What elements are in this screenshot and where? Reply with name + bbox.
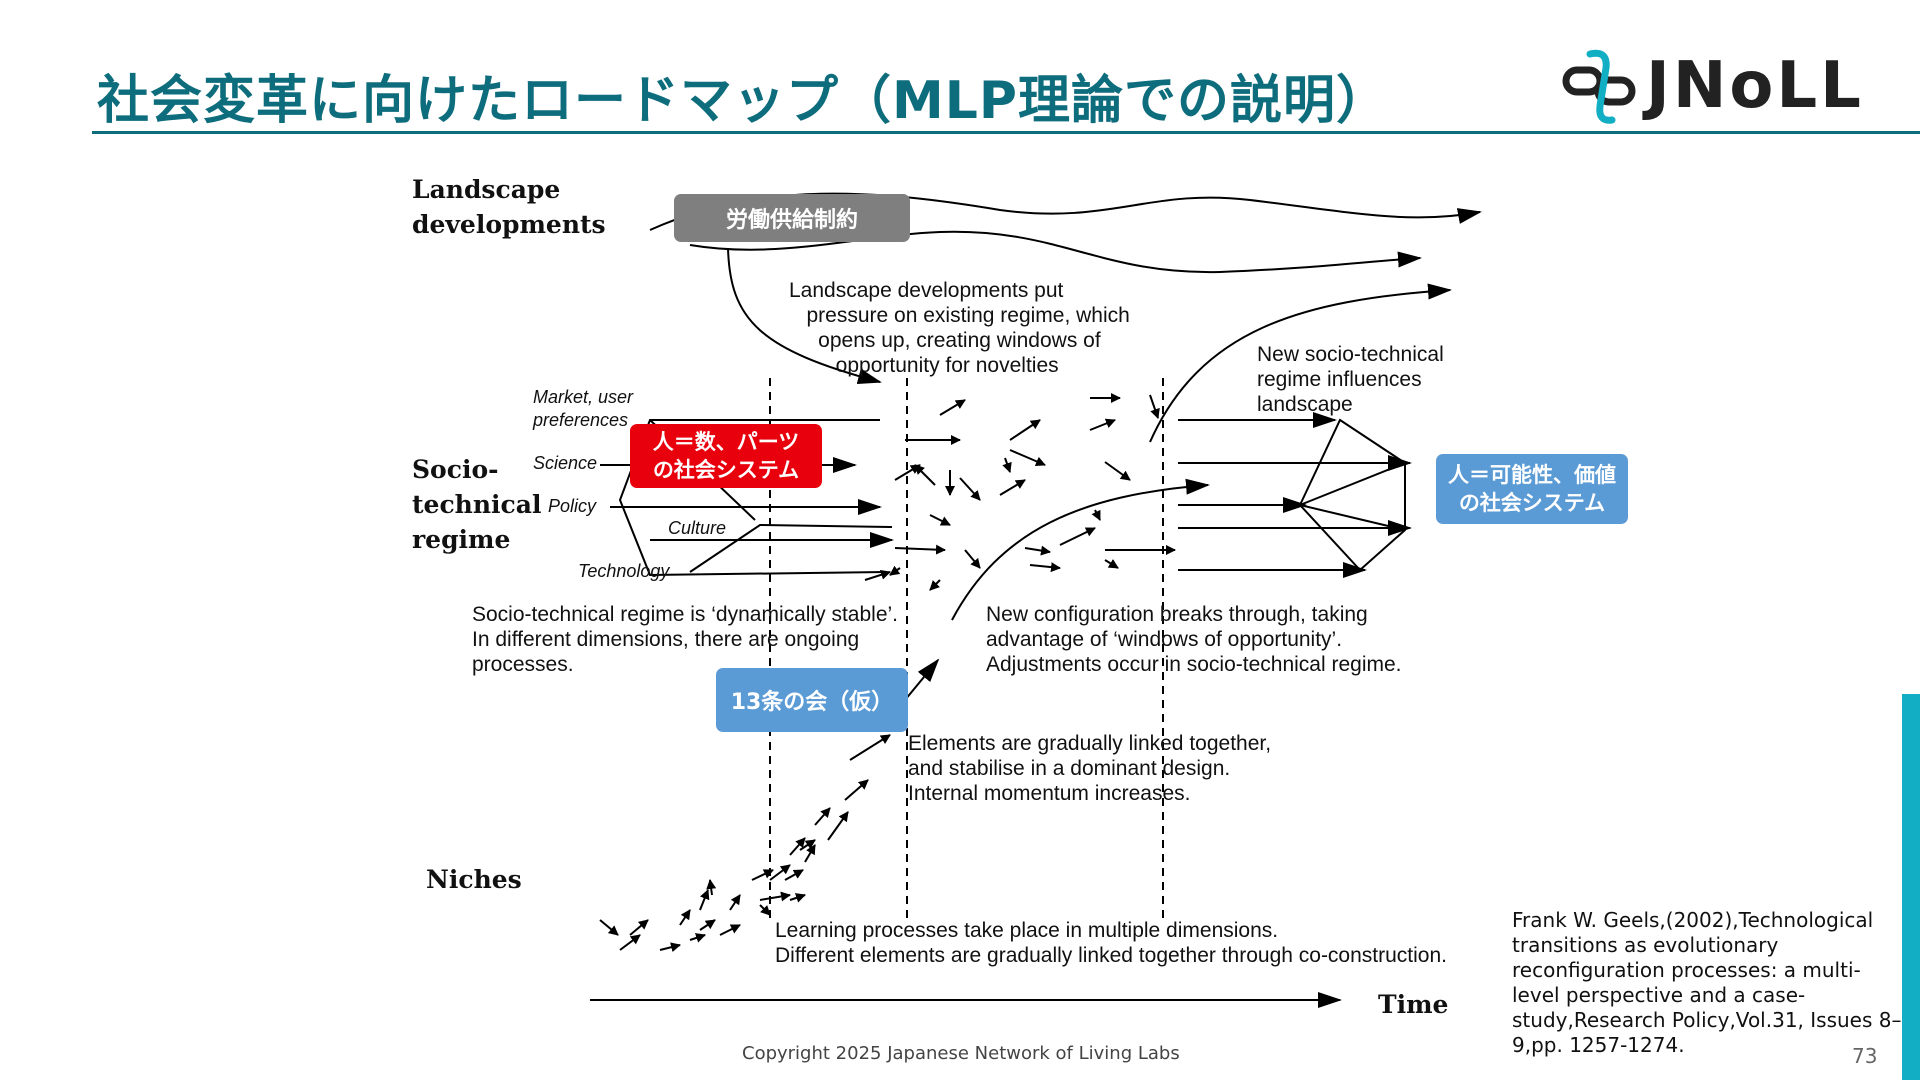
title-underline: [92, 131, 1920, 134]
dimension-technology: Technology: [578, 561, 670, 581]
dimension-science: Science: [533, 453, 598, 473]
breakthrough-curve: [904, 478, 1210, 701]
note-landscape-pressure: Landscape developments put pressure on e…: [789, 279, 1130, 377]
regime-to-landscape-arrow: [1149, 283, 1452, 443]
chain-link-icon: [1562, 49, 1636, 124]
copyright: Copyright 2025 Japanese Network of Livin…: [742, 1043, 1180, 1064]
slide-title: 社会変革に向けたロードマップ（MLP理論での説明）: [97, 71, 1389, 131]
page-number: 73: [1852, 1044, 1878, 1068]
regime-culture-link: [689, 523, 893, 573]
time-axis-label: Time: [1378, 990, 1449, 1019]
fan-left-outline: [618, 419, 886, 577]
accent-side-bar: [1902, 694, 1920, 1080]
niche-breakout-arrow: [904, 658, 940, 701]
note-elements-linked: Elements are gradually linked together, …: [908, 732, 1272, 805]
callout-article13: 13条の会（仮）: [716, 668, 908, 732]
regime-right-network: [1299, 418, 1406, 572]
dimension-policy: Policy: [548, 496, 597, 516]
dimension-culture: Culture: [668, 518, 727, 538]
landscape-level-label: Landscape developments: [412, 175, 606, 239]
small-arrows: [599, 393, 1176, 953]
dimension-market: Market, user preferences: [533, 387, 634, 430]
note-regime-stable: Socio-technical regime is ‘dynamically s…: [472, 603, 899, 676]
note-breakthrough: New configuration breaks through, taking…: [986, 603, 1402, 676]
callout-people-as-potential: 人＝可能性、価値 の社会システム: [1436, 454, 1628, 524]
regime-right-link-1: [1299, 462, 1406, 506]
jnoll-logo: JNoLL: [1560, 44, 1864, 128]
regime-fan-right: [1178, 412, 1412, 578]
note-new-regime: New socio-technical regime influences la…: [1257, 343, 1444, 416]
citation: Frank W. Geels,(2002),Technological tran…: [1512, 908, 1902, 1057]
logo-text: JNoLL: [1646, 49, 1864, 123]
landscape-arrow-2: [689, 230, 1422, 274]
landscape-pressure-arrow: [727, 247, 882, 385]
note-learning: Learning processes take place in multipl…: [775, 919, 1447, 967]
callout-people-as-parts: 人＝数、パーツ の社会システム: [630, 424, 822, 488]
breakthrough-arrow: [951, 478, 1210, 621]
regime-right-link-2: [1299, 504, 1406, 531]
callout-labor-constraint: 労働供給制約: [674, 194, 910, 242]
regime-level-label: Socio- technical regime: [412, 455, 542, 554]
niches-level-label: Niches: [426, 865, 522, 894]
